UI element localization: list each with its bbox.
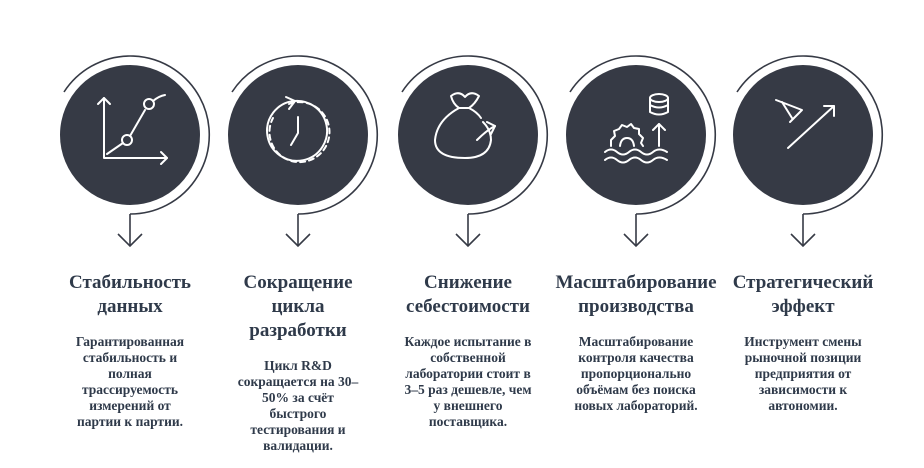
step-title: Стратегический эффект xyxy=(732,272,874,317)
step-description: Инструмент смены рыночной позиции предпр… xyxy=(744,334,862,413)
step-title: Сокращение цикла разработки xyxy=(243,272,353,341)
step-stability: Стабильность данных Гарантированная стаб… xyxy=(45,0,215,468)
step-title: Снижение себестоимости xyxy=(406,272,530,317)
step-ring xyxy=(228,55,379,248)
step-strategy: Стратегический эффект Инструмент смены р… xyxy=(718,0,888,468)
step-description: Масштабирование контроля качества пропор… xyxy=(574,334,698,413)
step-title: Масштабирование производства xyxy=(555,272,717,317)
step-description: Гарантированная стабильность и полная тр… xyxy=(75,334,185,429)
money-bag-icon xyxy=(434,92,496,159)
step-description: Каждое испытание в собственной лаборатор… xyxy=(404,334,532,429)
scaling-gear-database-icon xyxy=(604,93,669,164)
step-scaling: Масштабирование производства Масштабиров… xyxy=(551,0,721,468)
step-cycle: Сокращение цикла разработки Цикл R&D сок… xyxy=(213,0,383,468)
step-description: Цикл R&D сокращается на 30– 50% за счёт … xyxy=(237,358,359,453)
strategic-arrow-icon xyxy=(775,99,835,149)
stopwatch-cycle-icon xyxy=(266,96,331,164)
step-ring xyxy=(566,55,717,248)
step-ring xyxy=(398,55,549,248)
line-chart-icon xyxy=(97,94,168,165)
step-cost: Снижение себестоимости Каждое испытание … xyxy=(383,0,553,468)
step-title: Стабильность данных xyxy=(69,272,191,317)
